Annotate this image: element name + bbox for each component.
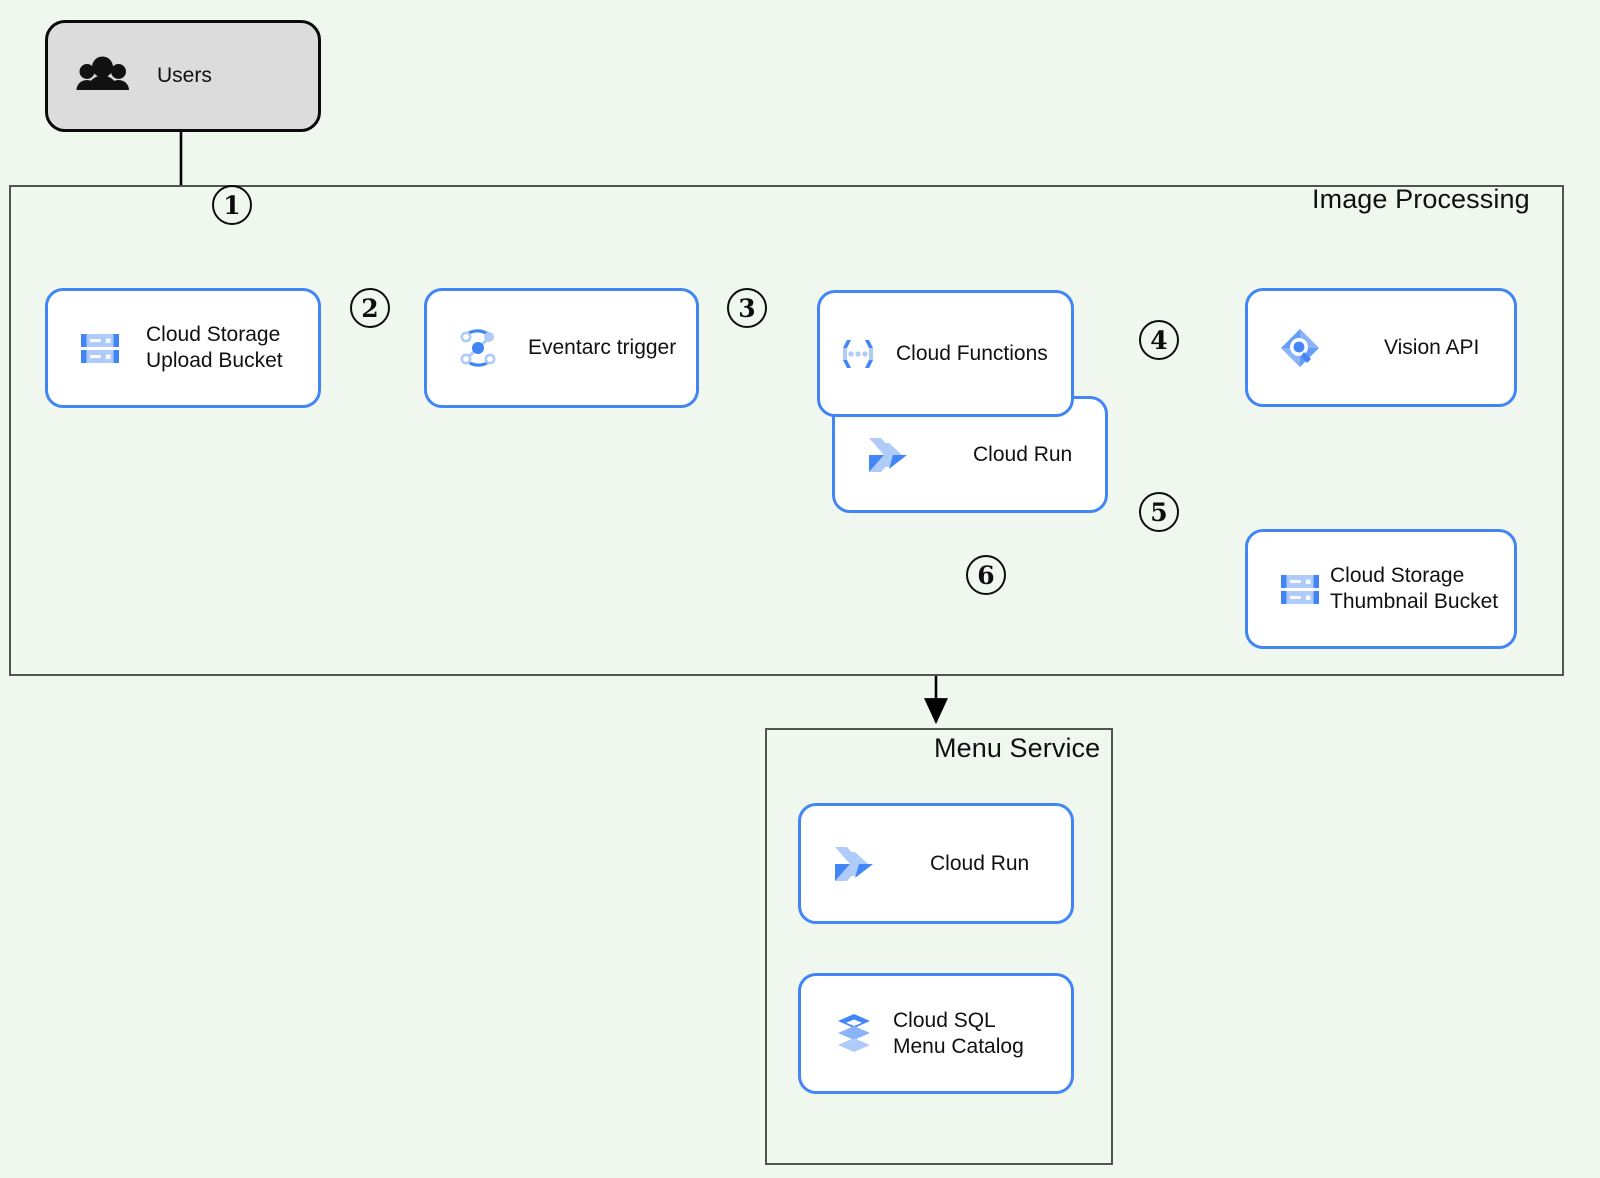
node-cloud-sql-menu-catalog[interactable]: Cloud SQL Menu Catalog bbox=[798, 973, 1074, 1094]
step-badge-3: 3 bbox=[727, 288, 767, 328]
cloud-run-icon bbox=[863, 433, 913, 477]
eventarc-icon bbox=[453, 323, 503, 373]
vision-api-icon bbox=[1274, 322, 1326, 374]
group-image-processing-title: Image Processing bbox=[1312, 184, 1530, 214]
step-badge-6: 6 bbox=[966, 555, 1006, 595]
step-badge-5: 5 bbox=[1139, 492, 1179, 532]
cloud-run-icon bbox=[829, 842, 879, 886]
cloud-sql-icon bbox=[831, 1009, 877, 1059]
node-cloud-storage-thumbnail-bucket-label: Cloud Storage Thumbnail Bucket bbox=[1330, 564, 1499, 613]
cloud-functions-icon bbox=[834, 330, 882, 378]
node-cloud-sql-menu-catalog-label: Cloud SQL Menu Catalog bbox=[893, 1008, 1024, 1058]
node-cloud-run-image-processing-label: Cloud Run bbox=[973, 442, 1073, 466]
node-vision-api[interactable]: Vision API bbox=[1245, 288, 1517, 407]
node-cloud-functions[interactable]: Cloud Functions bbox=[817, 290, 1074, 417]
node-eventarc-trigger-label: Eventarc trigger bbox=[528, 336, 677, 360]
cloud-storage-icon bbox=[76, 324, 124, 372]
node-cloud-functions-label: Cloud Functions bbox=[896, 341, 1048, 365]
cloud-storage-icon bbox=[1276, 565, 1324, 613]
step-badge-4: 4 bbox=[1139, 320, 1179, 360]
node-cloud-storage-upload-bucket-label: Cloud Storage Upload Bucket bbox=[146, 323, 283, 372]
node-menu-cloud-run[interactable]: Cloud Run bbox=[798, 803, 1074, 924]
step-badge-1: 1 bbox=[212, 185, 252, 225]
group-menu-service bbox=[765, 728, 1113, 1165]
step-badge-2: 2 bbox=[350, 288, 390, 328]
node-users[interactable]: Users bbox=[45, 20, 321, 132]
node-cloud-storage-upload-bucket[interactable]: Cloud Storage Upload Bucket bbox=[45, 288, 321, 408]
node-users-label: Users bbox=[157, 64, 212, 88]
node-menu-cloud-run-label: Cloud Run bbox=[930, 851, 1030, 875]
node-cloud-storage-thumbnail-bucket[interactable]: Cloud Storage Thumbnail Bucket bbox=[1245, 529, 1517, 649]
node-vision-api-label: Vision API bbox=[1384, 335, 1480, 359]
group-menu-service-title: Menu Service bbox=[934, 733, 1101, 763]
users-group-icon bbox=[75, 56, 131, 96]
node-eventarc-trigger[interactable]: Eventarc trigger bbox=[424, 288, 699, 408]
